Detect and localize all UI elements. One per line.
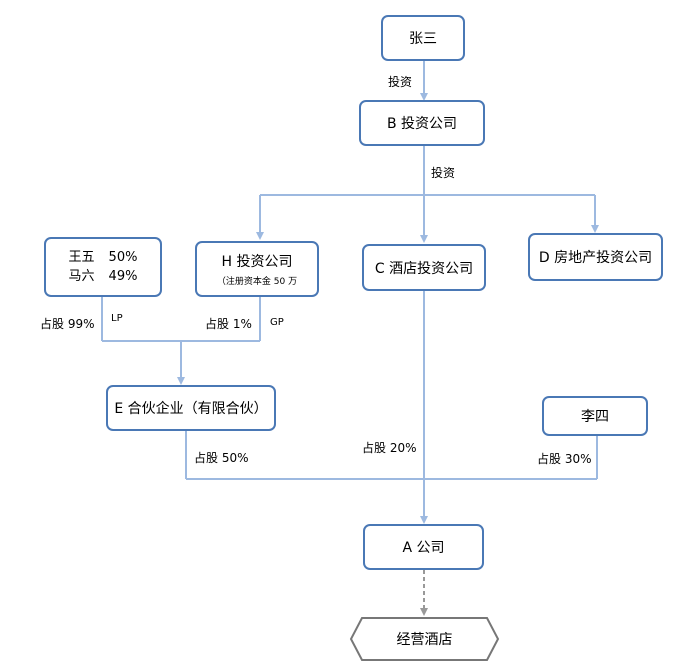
hotel-hexagon (349, 617, 500, 661)
node-a-company-label: A 公司 (402, 540, 445, 556)
label-invest-1: 投资 (388, 75, 413, 89)
node-d-company-label: D 房地产投资公司 (538, 250, 653, 266)
node-wangwu-maliu: 王五 50% 马六 49% (44, 237, 162, 297)
node-h-company-label: H 投资公司 (221, 254, 293, 270)
label-share-99: 占股 99% (40, 317, 95, 331)
node-zhangsan-label: 张三 (409, 31, 437, 47)
node-e-company-label: E 合伙企业（有限合伙） (114, 401, 268, 417)
maliu-name: 马六 (68, 269, 95, 284)
node-b-company-label: B 投资公司 (386, 116, 458, 132)
node-lisi: 李四 (542, 396, 648, 436)
node-d-company: D 房地产投资公司 (528, 233, 663, 281)
node-lisi-label: 李四 (581, 409, 609, 425)
node-a-company: A 公司 (363, 524, 484, 570)
wangwu-name: 王五 (68, 250, 95, 265)
node-b-company: B 投资公司 (359, 100, 485, 146)
label-share-1: 占股 1% (205, 317, 252, 331)
node-zhangsan: 张三 (381, 15, 465, 61)
node-c-company: C 酒店投资公司 (362, 244, 486, 291)
node-hotel: 经营酒店 (351, 618, 498, 660)
maliu-pct: 49% (108, 269, 138, 284)
label-share-50: 占股 50% (194, 451, 249, 465)
label-lp: LP (111, 313, 123, 324)
node-h-company: H 投资公司 （注册资本金 50 万 (195, 241, 319, 297)
node-c-company-label: C 酒店投资公司 (374, 260, 474, 277)
node-e-company: E 合伙企业（有限合伙） (106, 385, 276, 431)
wangwu-pct: 50% (108, 250, 138, 265)
label-gp: GP (270, 317, 284, 328)
node-hotel-label: 经营酒店 (396, 632, 453, 648)
label-share-30: 占股 30% (537, 452, 592, 466)
node-h-company-note: （注册资本金 50 万 (216, 277, 298, 287)
label-invest-2: 投资 (431, 166, 456, 180)
label-share-20: 占股 20% (362, 441, 417, 455)
